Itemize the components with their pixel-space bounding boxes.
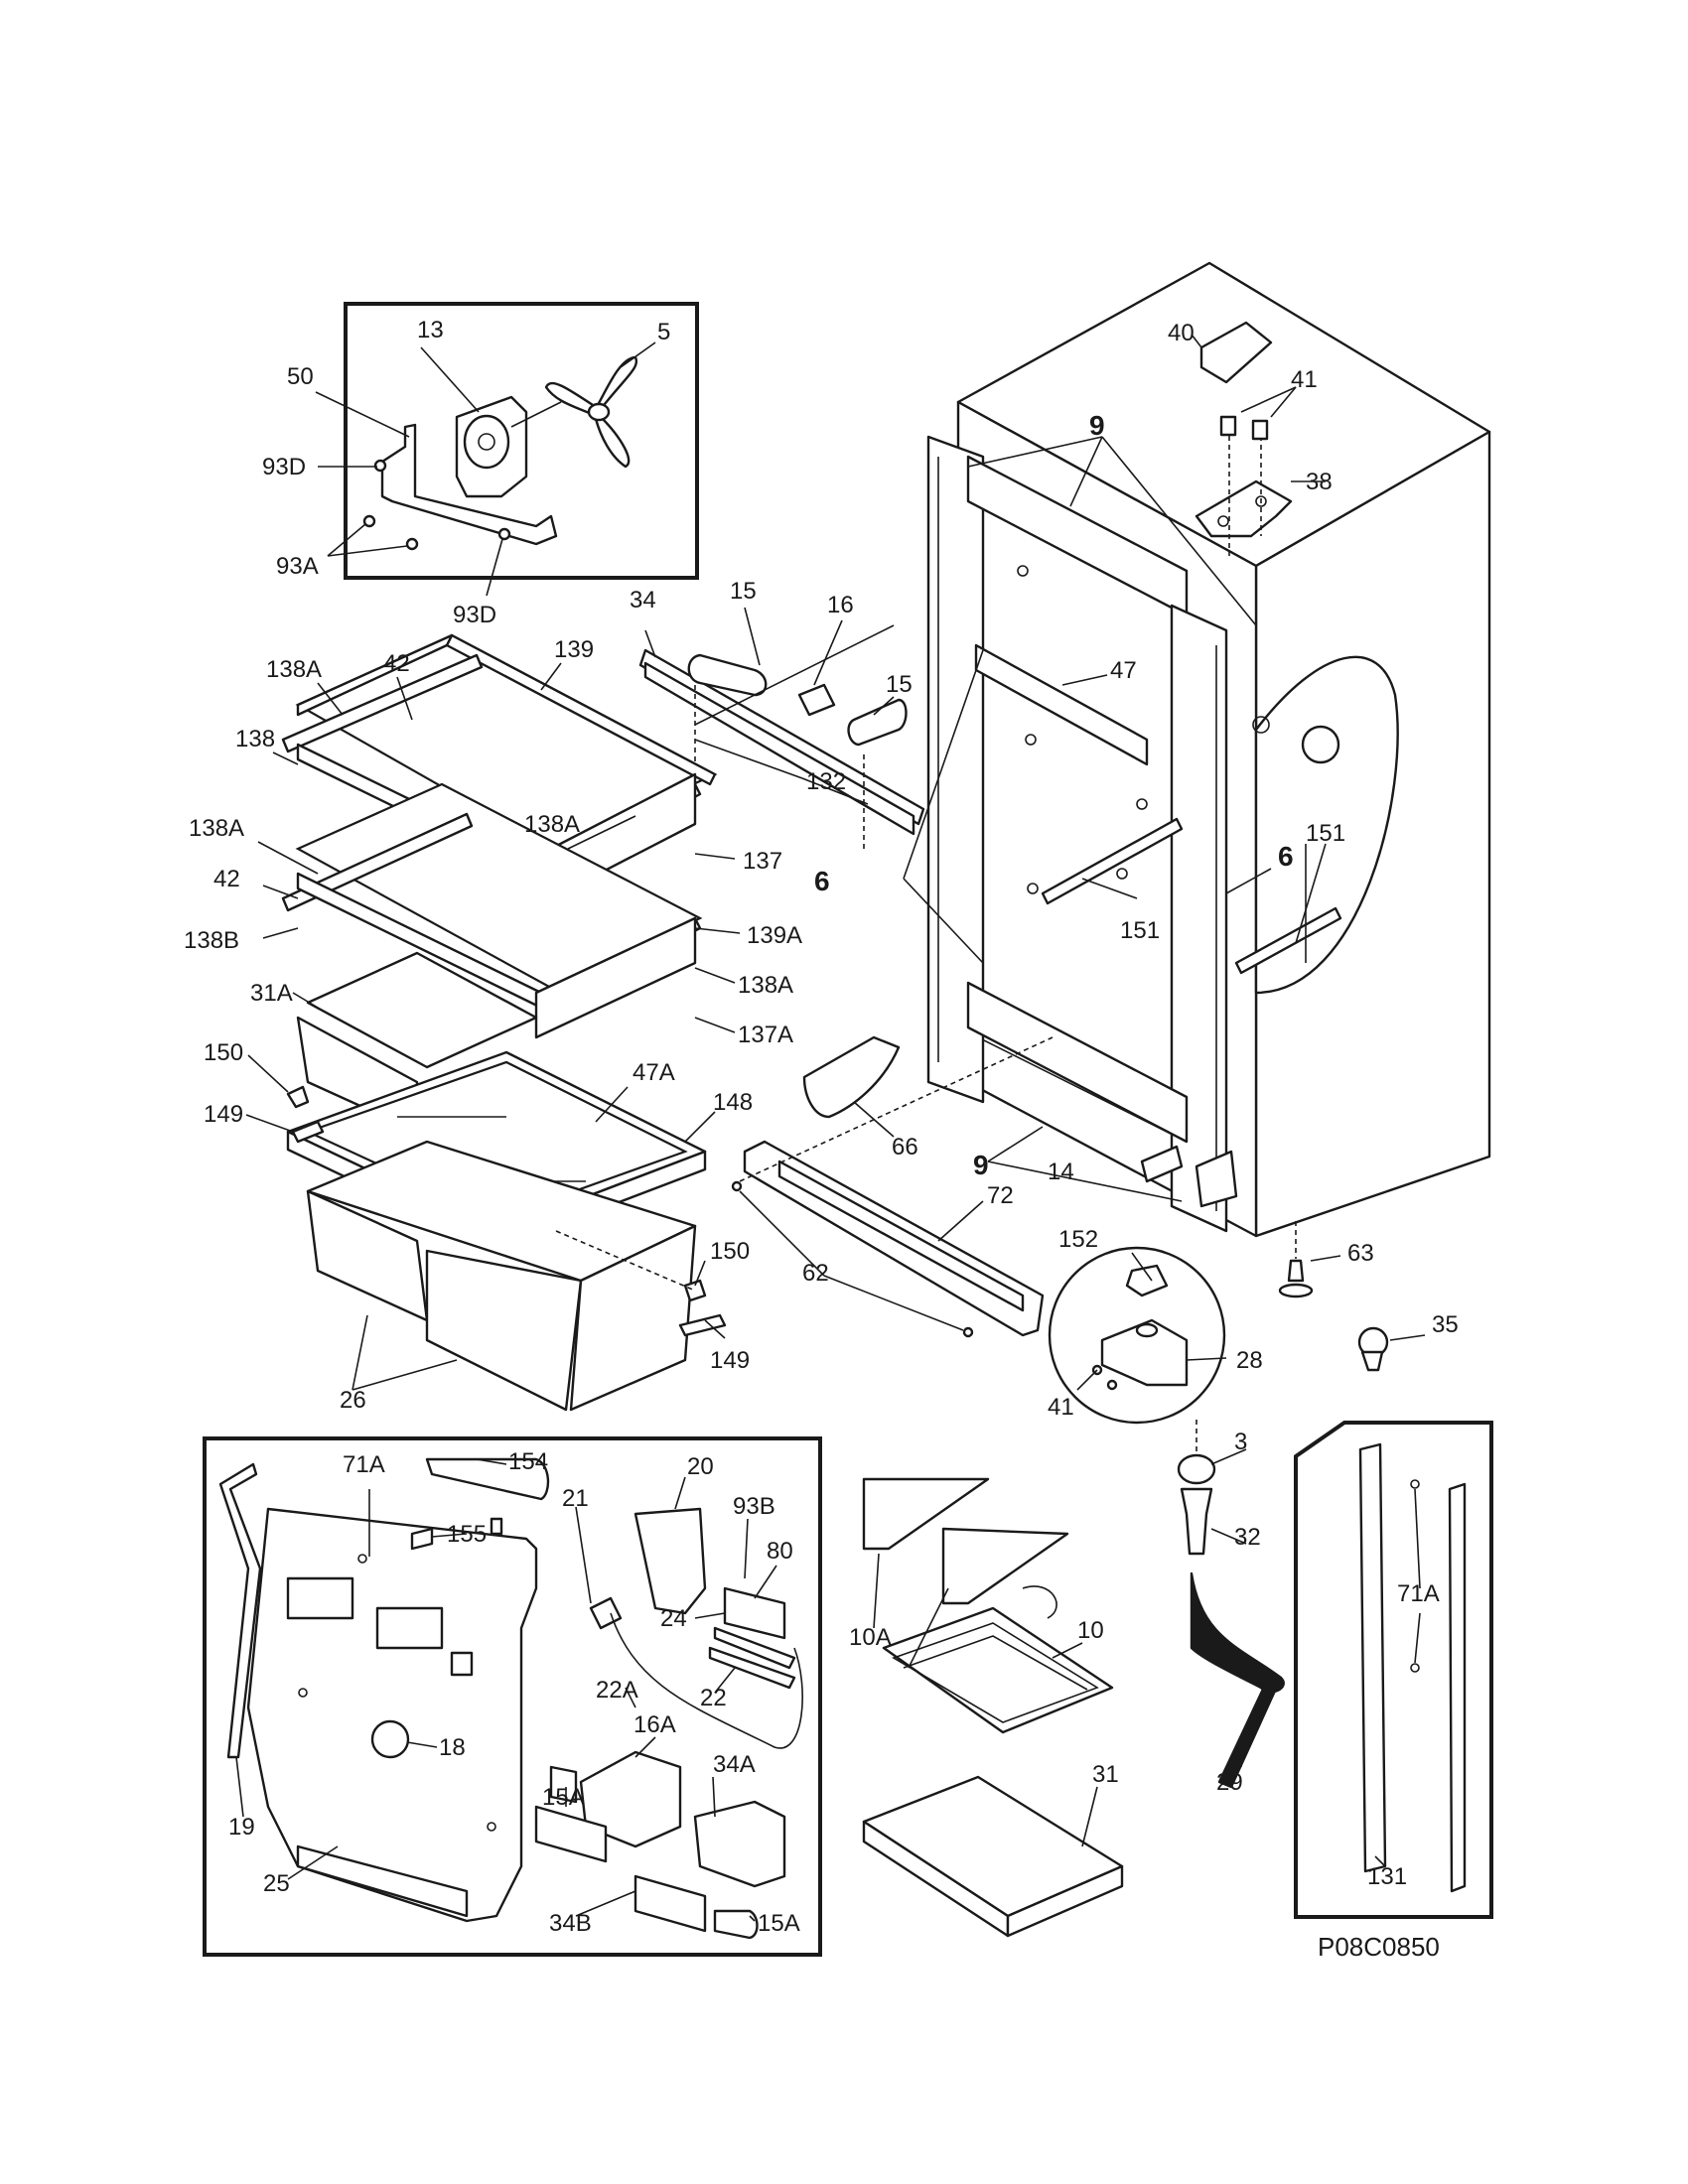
callout-155: 155: [447, 1521, 487, 1548]
fan-motor-inset: [315, 302, 699, 597]
callout-42: 42: [383, 650, 410, 677]
callout-18: 18: [439, 1734, 466, 1761]
callout-149-lower: 149: [710, 1347, 750, 1374]
callout-28: 28: [1236, 1347, 1263, 1374]
callout-15-right: 15: [886, 671, 913, 698]
callout-19: 19: [228, 1814, 255, 1841]
callout-132: 132: [806, 768, 846, 795]
callout-16a: 16A: [633, 1711, 676, 1738]
callout-93a: 93A: [276, 553, 319, 580]
callout-14: 14: [1048, 1159, 1074, 1185]
callout-138a: 138A: [266, 656, 322, 683]
callout-41: 41: [1291, 366, 1318, 393]
callout-15: 15: [730, 578, 757, 605]
callout-15a-lower: 15A: [758, 1910, 800, 1937]
callout-34a: 34A: [713, 1751, 756, 1778]
callout-5: 5: [657, 319, 670, 345]
drawing-code: P08C0850: [1318, 1932, 1440, 1962]
callout-62: 62: [802, 1260, 829, 1287]
crisper-assembly: [245, 1050, 727, 1412]
callout-151: 151: [1306, 820, 1345, 847]
callout-148: 148: [713, 1089, 753, 1116]
callout-71a: 71A: [343, 1451, 385, 1478]
callout-63: 63: [1347, 1240, 1374, 1267]
callout-93d-lower: 93D: [453, 602, 496, 628]
light-assembly: [638, 607, 925, 849]
callout-138: 138: [235, 726, 275, 752]
callout-31: 31: [1092, 1761, 1119, 1788]
callout-6-right: 6: [1278, 841, 1294, 872]
callout-138b: 138B: [184, 927, 239, 954]
callout-35: 35: [1432, 1311, 1459, 1338]
callout-41-lower: 41: [1048, 1394, 1074, 1421]
callout-21: 21: [562, 1485, 589, 1512]
callout-10a: 10A: [849, 1624, 892, 1651]
callout-137: 137: [743, 848, 782, 875]
callout-22a: 22A: [596, 1677, 638, 1704]
callout-25: 25: [263, 1870, 290, 1897]
callout-24: 24: [660, 1605, 687, 1632]
callout-93d: 93D: [262, 454, 306, 480]
callout-138a-4: 138A: [738, 972, 793, 999]
callout-154: 154: [508, 1448, 548, 1475]
callout-16: 16: [827, 592, 854, 618]
callout-29: 29: [1216, 1769, 1243, 1796]
callout-139: 139: [554, 636, 594, 663]
shelves: [257, 633, 741, 1134]
callout-47: 47: [1110, 657, 1137, 684]
lower-hinge-detail: [1048, 1246, 1426, 1789]
callout-9-lower: 9: [973, 1150, 989, 1180]
callout-32: 32: [1234, 1524, 1261, 1551]
callout-26: 26: [340, 1387, 366, 1414]
callout-151-left: 151: [1120, 917, 1160, 944]
callout-9: 9: [1089, 410, 1105, 441]
defrost-heater: [862, 1477, 1124, 1938]
callout-93b: 93B: [733, 1493, 775, 1520]
callout-10: 10: [1077, 1617, 1104, 1644]
callout-152: 152: [1058, 1226, 1098, 1253]
callout-3: 3: [1234, 1429, 1247, 1455]
callout-15a: 15A: [542, 1784, 585, 1811]
callout-66: 66: [892, 1134, 918, 1160]
callout-13: 13: [417, 317, 444, 343]
callout-80: 80: [767, 1538, 793, 1565]
rail-inset: [1294, 1421, 1493, 1919]
callout-138a-3: 138A: [524, 811, 580, 838]
callout-20: 20: [687, 1453, 714, 1480]
control-panel-inset: [203, 1436, 822, 1957]
callout-31a: 31A: [250, 980, 293, 1007]
callout-137a: 137A: [738, 1022, 793, 1048]
callout-71a-right: 71A: [1397, 1580, 1440, 1607]
callout-22: 22: [700, 1685, 727, 1711]
callout-139a: 139A: [747, 922, 802, 949]
callout-6: 6: [814, 866, 830, 896]
callout-40: 40: [1168, 320, 1195, 346]
callout-50: 50: [287, 363, 314, 390]
callout-34: 34: [630, 587, 656, 614]
callout-47a: 47A: [633, 1059, 675, 1086]
callout-150: 150: [204, 1039, 243, 1066]
callout-150-lower: 150: [710, 1238, 750, 1265]
callout-labels: 13 5 50 93D 93A 93D 40 41 38 9 34 15 16 …: [184, 317, 1459, 1962]
cabinet: [903, 261, 1491, 1298]
callout-34b: 34B: [549, 1910, 592, 1937]
callout-138a-2: 138A: [189, 815, 244, 842]
callout-72: 72: [987, 1182, 1014, 1209]
callout-149: 149: [204, 1101, 243, 1128]
grille-assembly: [731, 1035, 1054, 1338]
callout-38: 38: [1306, 469, 1333, 495]
callout-131: 131: [1367, 1863, 1407, 1890]
callout-42-lower: 42: [213, 866, 240, 892]
